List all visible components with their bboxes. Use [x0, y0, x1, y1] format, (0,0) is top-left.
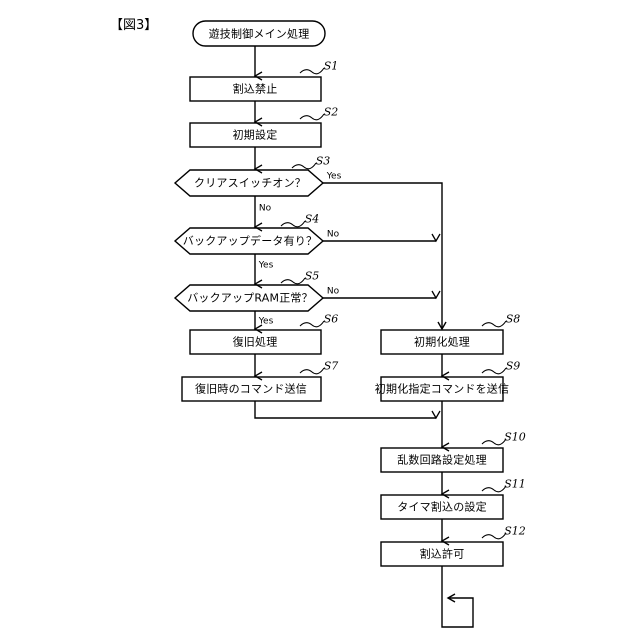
step-label-s4: S4	[304, 212, 320, 226]
leader-s6	[299, 320, 325, 328]
node-s1-label: 割込禁止	[232, 82, 278, 96]
edge-s7-to-trunk	[254, 401, 441, 420]
node-s10-shape	[380, 447, 504, 473]
node-start-label: 遊技制御メイン処理	[208, 27, 310, 41]
edge-label-s4-no: No	[326, 229, 340, 240]
node-s5-shape	[173, 284, 325, 312]
leader-s10	[481, 438, 507, 446]
node-s9-shape	[380, 376, 504, 402]
node-s7-label: 復旧時のコマンド送信	[195, 382, 307, 396]
node-s11-label: タイマ割込の設定	[397, 500, 487, 514]
node-s8-shape	[380, 329, 504, 355]
leader-s5	[280, 277, 306, 285]
figure-title: 【図3】	[110, 18, 158, 33]
node-s3-label: クリアスイッチオン？	[194, 176, 306, 190]
node-s4-shape	[173, 227, 325, 255]
leader-s1	[299, 67, 325, 75]
step-label-s12: S12	[504, 524, 526, 538]
step-label-s5: S5	[304, 269, 320, 283]
edge-label-s3-yes: Yes	[326, 171, 342, 182]
step-label-s2: S2	[323, 105, 339, 119]
edge-label-s4-yes: Yes	[258, 260, 274, 271]
arrowhead-loop	[446, 593, 456, 603]
leader-s4	[280, 220, 306, 228]
step-label-s1: S1	[323, 59, 339, 73]
node-s6-shape	[189, 329, 322, 355]
node-s7-shape	[181, 376, 322, 402]
edge-s3-yes-to-trunk	[323, 182, 443, 329]
node-s10-label: 乱数回路設定処理	[397, 453, 487, 467]
node-s6-label: 復旧処理	[232, 335, 278, 349]
arrowhead-into-s8	[437, 321, 447, 331]
leader-s7	[299, 367, 325, 375]
leader-s12	[481, 532, 507, 540]
leader-s11	[481, 485, 507, 493]
node-s4-label: バックアップデータ有り？	[182, 234, 318, 248]
node-s3-shape	[173, 169, 325, 197]
node-s9-label: 初期化指定コマンドを送信	[374, 382, 510, 396]
step-label-s9: S9	[505, 359, 521, 373]
node-s8-label: 初期化処理	[414, 335, 470, 349]
step-label-s3: S3	[315, 154, 331, 168]
node-s12-shape	[380, 541, 504, 567]
leader-s2	[299, 113, 325, 121]
step-label-s8: S8	[505, 312, 521, 326]
step-label-s7: S7	[323, 359, 339, 373]
step-label-s11: S11	[504, 477, 526, 491]
edge-label-s5-yes: Yes	[258, 316, 274, 327]
step-label-s6: S6	[323, 312, 339, 326]
leader-s9	[481, 367, 507, 375]
node-s2-label: 初期設定	[232, 128, 278, 142]
step-label-s10: S10	[504, 430, 526, 444]
edge-label-s3-no: No	[258, 203, 272, 214]
node-s12-label: 割込許可	[419, 547, 465, 561]
edge-s12-loop	[441, 566, 474, 628]
node-s5-label: バックアップRAM正常？	[187, 291, 313, 305]
node-start-shape	[192, 20, 326, 47]
edge-label-s5-no: No	[326, 286, 340, 297]
leader-s3	[291, 162, 317, 170]
leader-s8	[481, 320, 507, 328]
